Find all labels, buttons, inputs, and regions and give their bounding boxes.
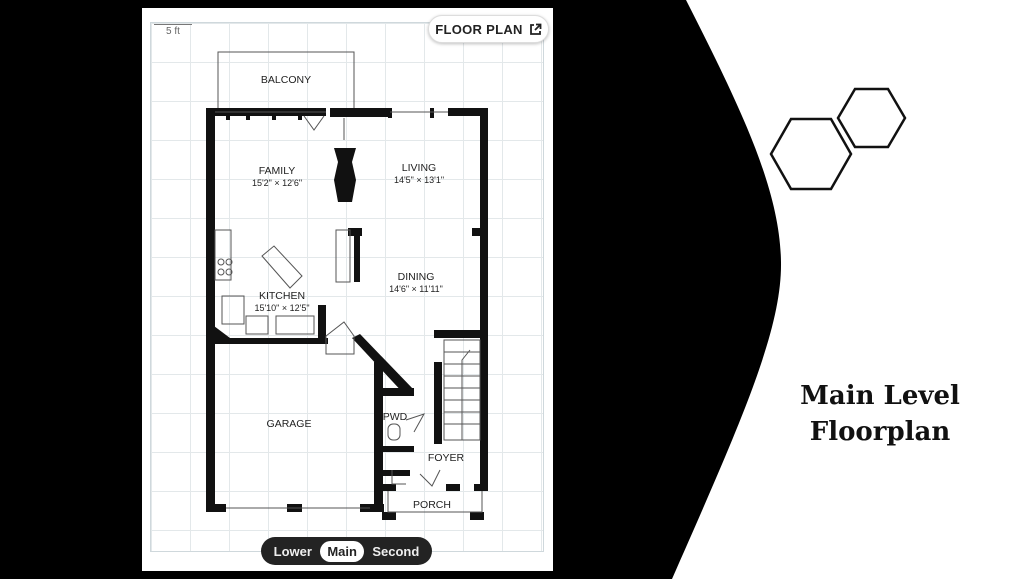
room-pwd: PWD xyxy=(382,411,408,423)
room-porch: PORCH xyxy=(413,499,451,511)
floor-plan-button[interactable]: FLOOR PLAN xyxy=(428,15,549,43)
slide-title: Main Level Floorplan xyxy=(770,378,990,450)
level-second-button[interactable]: Second xyxy=(372,543,420,559)
level-switcher: Lower Main Second xyxy=(261,537,432,565)
room-foyer: FOYER xyxy=(427,452,465,464)
room-balcony: BALCONY xyxy=(260,74,312,86)
level-main-button[interactable]: Main xyxy=(320,540,364,562)
external-link-icon xyxy=(529,23,542,35)
level-lower-button[interactable]: Lower xyxy=(273,543,312,559)
room-garage: GARAGE xyxy=(266,418,312,430)
scale-indicator: 5 ft xyxy=(154,24,192,37)
slide-title-line1: Main Level xyxy=(800,381,960,411)
slide-title-line2: Floorplan xyxy=(809,417,951,447)
floor-plan-button-label: FLOOR PLAN xyxy=(435,21,523,37)
